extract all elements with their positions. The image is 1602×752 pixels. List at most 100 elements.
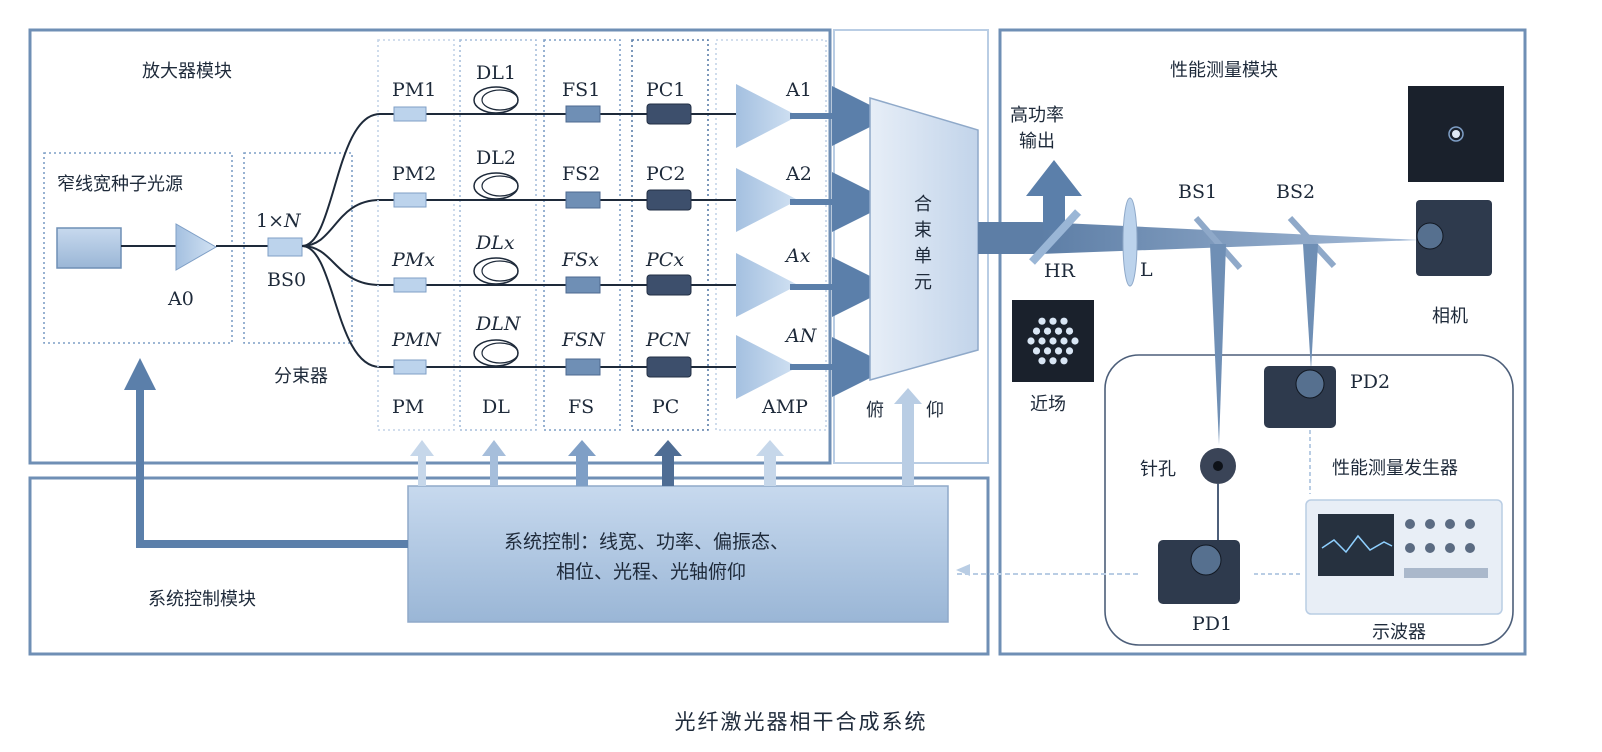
fs-x-icon [565,276,601,294]
pm-1-label: PM1 [392,79,436,101]
near-field-spot-4 [1043,327,1052,335]
seed-dotted-frame [43,152,233,344]
lens-label: L [1140,259,1153,281]
amp-column-label: AMP [761,396,808,418]
fs-x-label: FSx [561,249,599,271]
control-arrow-amp [756,440,784,486]
pinhole-aperture [1213,461,1223,471]
amp-n-label: AN [784,325,818,347]
near-field-label: 近场 [1030,394,1066,415]
figure-caption: 光纤激光器相干合成系统 [674,710,928,734]
pc-column-frame [631,39,709,431]
oscilloscope-screen [1318,514,1394,576]
near-field-spot-6 [1065,327,1074,335]
near-field-spot-0 [1038,317,1046,325]
seed-laser-icon [56,227,122,269]
pc-2-label: PC2 [646,163,685,185]
channel-n: PMN DLN FSN PCN AN [380,313,892,399]
pc-1-label: PC1 [646,79,685,101]
amp-column-frame [715,39,827,431]
amp-x-label: Ax [784,245,811,267]
output-label-2: 输出 [1019,131,1055,152]
fs-column-frame [543,39,621,431]
pc-n-icon [646,356,692,378]
near-field-spot-9 [1049,337,1057,345]
fanout-fiber-2 [301,199,381,247]
near-field-spot-14 [1054,347,1063,355]
dl-n-coil [481,342,519,364]
seed-label: 窄线宽种子光源 [57,174,183,195]
control-arrow-combiner [894,388,922,486]
dl-x-coil [481,260,519,282]
bs2-reflected-beam [1303,244,1318,370]
combiner-char-4: 元 [914,272,932,293]
fs-column-label: FS [568,396,594,418]
control-module-frame [28,476,990,656]
channel-1: PM1 DL1 FS1 PC1 A1 [380,62,892,148]
pd2-lens-icon [1295,369,1325,399]
system-control-line-2: 相位、光程、光轴俯仰 [556,561,746,583]
hr-label: HR [1044,260,1076,282]
amp-1-label: A1 [785,79,812,101]
splitter-dotted-frame [243,152,353,344]
near-field-spot-3 [1032,327,1041,335]
amplifier-module-title: 放大器模块 [142,61,232,82]
dl-2-label: DL2 [476,147,516,169]
near-field-spot-7 [1027,337,1035,345]
pd1-label: PD1 [1192,613,1232,635]
system-control-line-1: 系统控制：线宽、功率、偏振态、 [504,531,789,553]
fs-2-label: FS2 [562,163,600,185]
near-field-spot-1 [1049,317,1057,325]
pc-n-label: PCN [645,329,691,351]
near-field-spot-17 [1049,357,1057,365]
camera-label: 相机 [1432,306,1468,327]
pinhole-label: 针孔 [1140,459,1176,480]
oscilloscope-trace [1321,534,1393,554]
pm-1-icon [393,106,427,122]
fs-n-icon [565,358,601,376]
channel-2: PM2 DL2 FS2 PC2 A2 [380,147,892,232]
combiner-unit [869,96,979,381]
near-field-spot-15 [1065,347,1074,355]
near-field-spot-10 [1060,337,1068,345]
splitter-bs0-icon [267,237,303,257]
pm-column-label: PM [392,396,424,418]
hr-mirror-icon [1029,209,1081,265]
amp-2-icon [736,168,798,232]
dl-n-icon [473,339,519,367]
dl-x-icon [473,257,519,285]
splitter-bs0-label: BS0 [267,269,306,291]
preamp-a0-label: A0 [167,288,194,310]
near-field-spots [1027,317,1079,365]
near-field-spot-2 [1060,317,1068,325]
dl-2-coil [481,175,519,197]
pc-x-icon [646,274,692,296]
camera-lens-icon [1416,222,1444,250]
amp-x-icon [736,253,798,317]
near-field-spot-5 [1054,327,1063,335]
fs-1-label: FS1 [562,79,600,101]
oscilloscope-label: 示波器 [1372,622,1426,643]
control-module-title: 系统控制模块 [148,589,256,610]
combiner-elev-label: 仰 [926,400,944,421]
dl-1-coil [481,89,519,111]
combined-beam [978,222,1040,254]
amp-1-icon [736,84,798,148]
control-to-seed-arrow [124,358,408,548]
dl-column-label: DL [482,396,510,418]
fanout-fiber-x [301,245,381,286]
near-field-spot-8 [1038,337,1046,345]
high-power-output-arrow [1026,160,1082,230]
pm-n-icon [393,359,427,375]
far-field-ring [1448,126,1464,142]
pm-2-icon [393,192,427,208]
near-field-spot-12 [1032,347,1041,355]
far-field-spot [1452,130,1460,138]
near-field-spot-11 [1071,337,1079,345]
pd1-lens-icon [1190,544,1222,576]
pc-1-icon [646,103,692,125]
pd2-label: PD2 [1350,371,1390,393]
bs1-label: BS1 [1178,181,1217,203]
control-input-arrowhead [956,564,970,576]
